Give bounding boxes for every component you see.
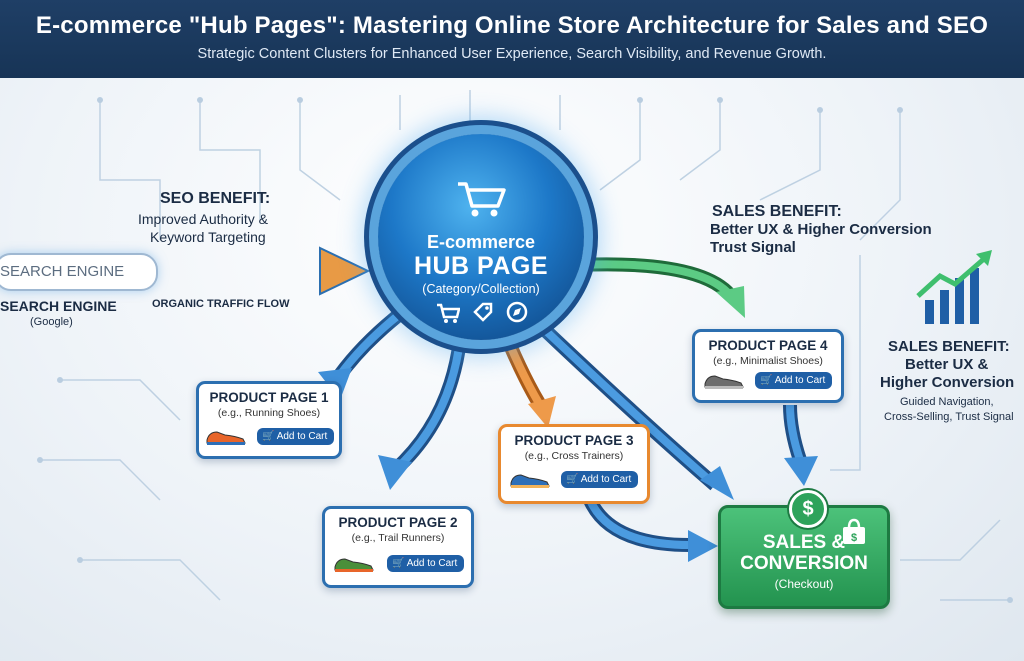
product-card-4[interactable]: PRODUCT PAGE 4 (e.g., Minimalist Shoes) … [692,329,844,403]
circuit-traces [40,90,1010,601]
hub-page-circle: E-commerce HUB PAGE (Category/Collection… [378,134,584,340]
minimalist-shoe-icon [704,375,744,389]
sales-benefit-side-line2: Better UX & [905,356,989,373]
hub-title-line3: (Category/Collection) [422,282,540,296]
search-engine-sublabel: (Google) [30,316,73,328]
price-tag-icon [473,302,493,322]
sales-benefit-side-line3: Higher Conversion [880,374,1015,391]
product-card-1[interactable]: PRODUCT PAGE 1 (e.g., Running Shoes) 🛒 A… [196,381,342,459]
product-title: PRODUCT PAGE 1 [209,390,329,405]
sales-benefit-side-line4: Guided Navigation, [900,396,994,408]
product-subtitle: (e.g., Trail Runners) [351,532,445,544]
add-to-cart-button[interactable]: 🛒 Add to Cart [257,428,335,445]
dollar-icon: $ [789,490,827,528]
hub-title-line1: E-commerce [426,232,536,252]
product-subtitle: (e.g., Cross Trainers) [524,450,624,462]
sales-conversion-line2: CONVERSION [740,553,868,574]
product-subtitle: (e.g., Running Shoes) [217,407,321,419]
header-banner: E-commerce "Hub Pages": Mastering Online… [0,0,1024,78]
compass-icon [506,301,528,323]
search-engine-field: SEARCH ENGINE [0,253,158,291]
product-subtitle: (e.g., Minimalist Shoes) [713,355,823,367]
running-shoe-icon [206,431,246,445]
sales-conversion-line1: SALES & [762,532,846,553]
organic-flow-label: ORGANIC TRAFFIC FLOW [152,298,290,310]
add-to-cart-button[interactable]: 🛒 Add to Cart [755,372,833,389]
trail-shoe-icon [334,558,374,572]
add-to-cart-button[interactable]: 🛒 Add to Cart [387,555,465,572]
svg-text:$: $ [851,532,857,544]
page-subtitle: Strategic Content Clusters for Enhanced … [197,46,827,62]
search-engine-label: SEARCH ENGINE [0,298,117,314]
shopping-cart-icon [458,182,506,217]
cart-icon: 🛒 [392,558,405,569]
cart-icon: 🛒 [262,431,275,442]
hub-title-line2: HUB PAGE [413,252,549,280]
cart-icon: 🛒 [566,474,579,485]
growth-chart-icon [916,250,992,324]
product-title: PRODUCT PAGE 3 [514,433,634,448]
product-card-3[interactable]: PRODUCT PAGE 3 (e.g., Cross Trainers) 🛒 … [498,424,650,504]
seo-benefit-heading: SEO BENEFIT: [160,190,271,207]
diagram-connectors [37,90,1013,603]
product-card-2[interactable]: PRODUCT PAGE 2 (e.g., Trail Runners) 🛒 A… [322,506,474,588]
seo-benefit-line1: Improved Authority & [138,211,268,227]
sales-conversion-line3: (Checkout) [774,577,834,591]
product-title: PRODUCT PAGE 4 [708,338,828,353]
sales-benefit-top-line1: Better UX & Higher Conversion [710,221,932,238]
product-title: PRODUCT PAGE 2 [338,515,458,530]
sales-benefit-top-line2: Trust Signal [710,239,796,256]
page-title: E-commerce "Hub Pages": Mastering Online… [35,12,989,39]
mini-cart-icon [437,303,460,323]
sales-conversion-box[interactable]: $ $ SALES & CONVERSION (Checkout) [718,490,890,609]
sales-benefit-side-line5: Cross-Selling, Trust Signal [884,411,1014,423]
search-engine-field-text: SEARCH ENGINE [0,263,125,280]
add-to-cart-button[interactable]: 🛒 Add to Cart [561,471,639,488]
sales-benefit-side-line1: SALES BENEFIT: [888,338,1010,355]
sales-benefit-top-heading: SALES BENEFIT: [712,203,842,220]
seo-benefit-line2: Keyword Targeting [150,229,266,245]
shopping-bag-icon: $ [843,518,865,544]
cross-trainer-icon [510,474,550,488]
cart-icon: 🛒 [760,375,773,386]
